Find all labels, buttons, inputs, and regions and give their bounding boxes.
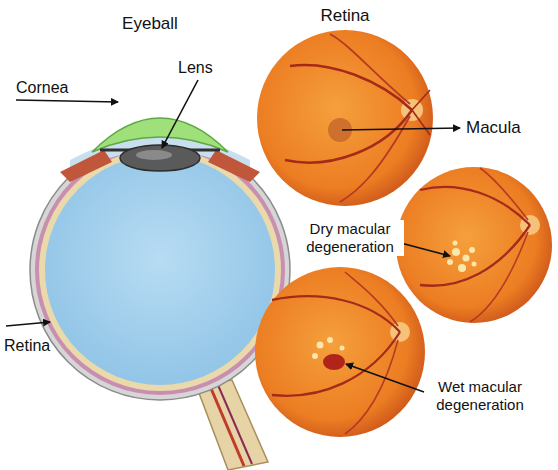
leader-lines bbox=[6, 80, 460, 392]
part-label: Retina bbox=[4, 336, 74, 355]
label-box: Wet macular degeneration bbox=[426, 378, 534, 414]
part-label: Macula bbox=[466, 118, 554, 138]
part-label: Lens bbox=[178, 58, 238, 77]
label-box: Macula bbox=[466, 118, 554, 138]
fundus-wet bbox=[255, 267, 425, 437]
fundus-normal bbox=[257, 30, 433, 206]
label-box: Lens bbox=[178, 58, 238, 77]
fundus-dry bbox=[396, 167, 552, 323]
label-box: Retina bbox=[305, 6, 385, 26]
part-label: Eyeball bbox=[105, 14, 195, 34]
label-box: Retina bbox=[4, 336, 74, 355]
part-label: Dry macular degeneration bbox=[296, 220, 404, 256]
label-box: Cornea bbox=[16, 78, 96, 97]
part-label: Retina bbox=[305, 6, 385, 26]
label-box: Eyeball bbox=[105, 14, 195, 34]
label-box: Dry macular degeneration bbox=[296, 220, 404, 256]
eyeball-section bbox=[30, 118, 290, 400]
part-label: Cornea bbox=[16, 78, 96, 97]
optic-nerve bbox=[196, 380, 268, 470]
part-label: Wet macular degeneration bbox=[426, 378, 534, 414]
